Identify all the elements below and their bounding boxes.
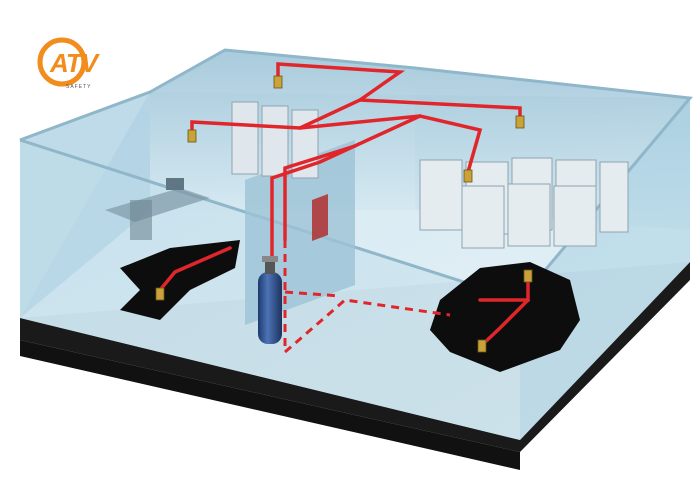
- floor-base-front: [20, 340, 520, 470]
- server-rack-icon: [231, 101, 259, 175]
- server-rack-icon: [419, 159, 463, 231]
- logo-text: ATV: [50, 48, 98, 78]
- discharge-nozzle-icon: [515, 115, 525, 129]
- partition-door: [312, 194, 328, 241]
- discharge-nozzle-icon: [273, 75, 283, 89]
- discharge-nozzle-icon: [477, 339, 487, 353]
- floor-cutout-right: [430, 262, 580, 372]
- discharge-nozzle-icon: [523, 269, 533, 283]
- discharge-nozzle-icon: [463, 169, 473, 183]
- right-wall: [520, 98, 690, 440]
- server-rack-icon: [599, 161, 629, 233]
- left-wall: [20, 92, 150, 318]
- server-rack-icon: [461, 185, 505, 249]
- server-rack-icon: [261, 105, 289, 177]
- pipe-network: [158, 62, 530, 347]
- discharge-nozzles: [155, 75, 533, 353]
- gas-cylinder-icon: [258, 256, 282, 344]
- server-rack-icon: [507, 183, 551, 247]
- discharge-nozzle-icon: [155, 287, 165, 301]
- logo-ring-icon: [37, 37, 87, 87]
- server-rack-icon: [553, 185, 597, 247]
- server-racks-right: [419, 157, 629, 249]
- printer: [166, 178, 184, 190]
- discharge-nozzle-icon: [187, 129, 197, 143]
- atv-safety-logo: [30, 30, 110, 100]
- logo-subtitle: SAFETY: [66, 84, 92, 90]
- pipe-underfloor-dashed: [283, 240, 451, 356]
- desk-cabinet: [130, 200, 152, 240]
- floor-cutout-left: [120, 240, 240, 320]
